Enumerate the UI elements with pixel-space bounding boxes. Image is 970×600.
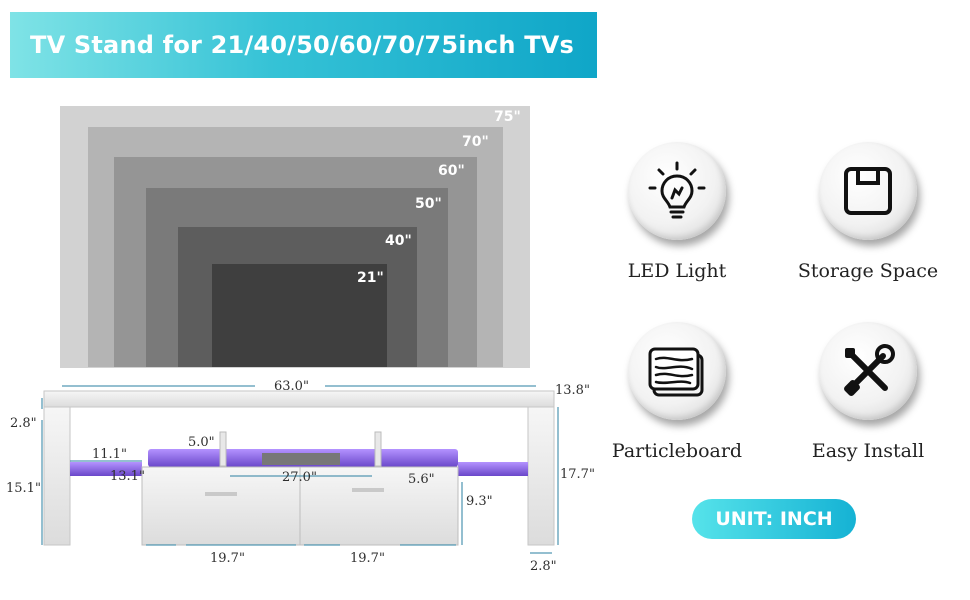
feature-particleboard: Particleboard — [597, 322, 757, 462]
right-drawer — [299, 466, 459, 546]
size-label-21: 21" — [357, 270, 384, 286]
size-label-40: 40" — [385, 233, 412, 249]
stand-top — [43, 390, 555, 408]
page-title: TV Stand for 21/40/50/60/70/75inch TVs — [30, 31, 575, 59]
dim-drawer-right: 19.7" — [350, 551, 385, 566]
unit-badge: UNIT: INCH — [692, 499, 856, 539]
tv-stand-illustration: 63.0" 13.8" 2.8" 11.1" 5.0" 13.1" 27.0" … — [6, 379, 595, 574]
feature-storage-space: Storage Space — [788, 142, 948, 282]
stand-right-leg — [527, 406, 555, 546]
stand-left-leg — [43, 406, 71, 546]
light-bulb-icon — [648, 161, 706, 219]
wood-board-icon — [648, 347, 704, 397]
dim-leg-width: 2.8" — [530, 559, 557, 574]
glass-support-right — [374, 431, 382, 467]
feature-label: Easy Install — [811, 440, 925, 462]
dim-shelf-width: 11.1" — [92, 447, 127, 462]
dim-depth: 13.8" — [555, 383, 590, 398]
dim-middle-shelf: 27.0" — [282, 470, 317, 485]
feature-label: LED Light — [627, 260, 727, 282]
left-drawer-handle — [205, 492, 237, 496]
dim-side-gap: 5.6" — [408, 472, 435, 487]
size-label-60: 60" — [438, 163, 465, 179]
title-banner: TV Stand for 21/40/50/60/70/75inch TVs — [10, 12, 597, 78]
dim-total-height: 17.7" — [560, 467, 595, 482]
left-led-shelf — [70, 462, 142, 476]
size-label-75: 75" — [494, 109, 521, 125]
dim-leg-height: 15.1" — [6, 481, 41, 496]
size-label-50: 50" — [415, 196, 442, 212]
feature-label: Particleboard — [611, 440, 743, 462]
dim-drawer-left: 19.7" — [210, 551, 245, 566]
right-drawer-handle — [352, 488, 384, 492]
tools-icon — [844, 344, 895, 396]
dim-glass-gap: 5.0" — [188, 435, 215, 450]
feature-led-light: LED Light — [597, 142, 757, 282]
screen-21 — [212, 264, 387, 367]
media-device — [262, 453, 340, 465]
left-drawer — [141, 466, 301, 546]
dim-side-depth: 13.1" — [110, 469, 145, 484]
storage-box-icon — [844, 167, 892, 215]
right-led-shelf — [458, 462, 528, 476]
feature-label: Storage Space — [797, 260, 939, 282]
dim-length: 63.0" — [274, 379, 309, 394]
dim-drawer-height: 9.3" — [466, 494, 493, 509]
size-label-70: 70" — [462, 134, 489, 150]
feature-easy-install: Easy Install — [788, 322, 948, 462]
glass-support-left — [219, 431, 227, 467]
dim-top-thickness: 2.8" — [10, 416, 37, 431]
